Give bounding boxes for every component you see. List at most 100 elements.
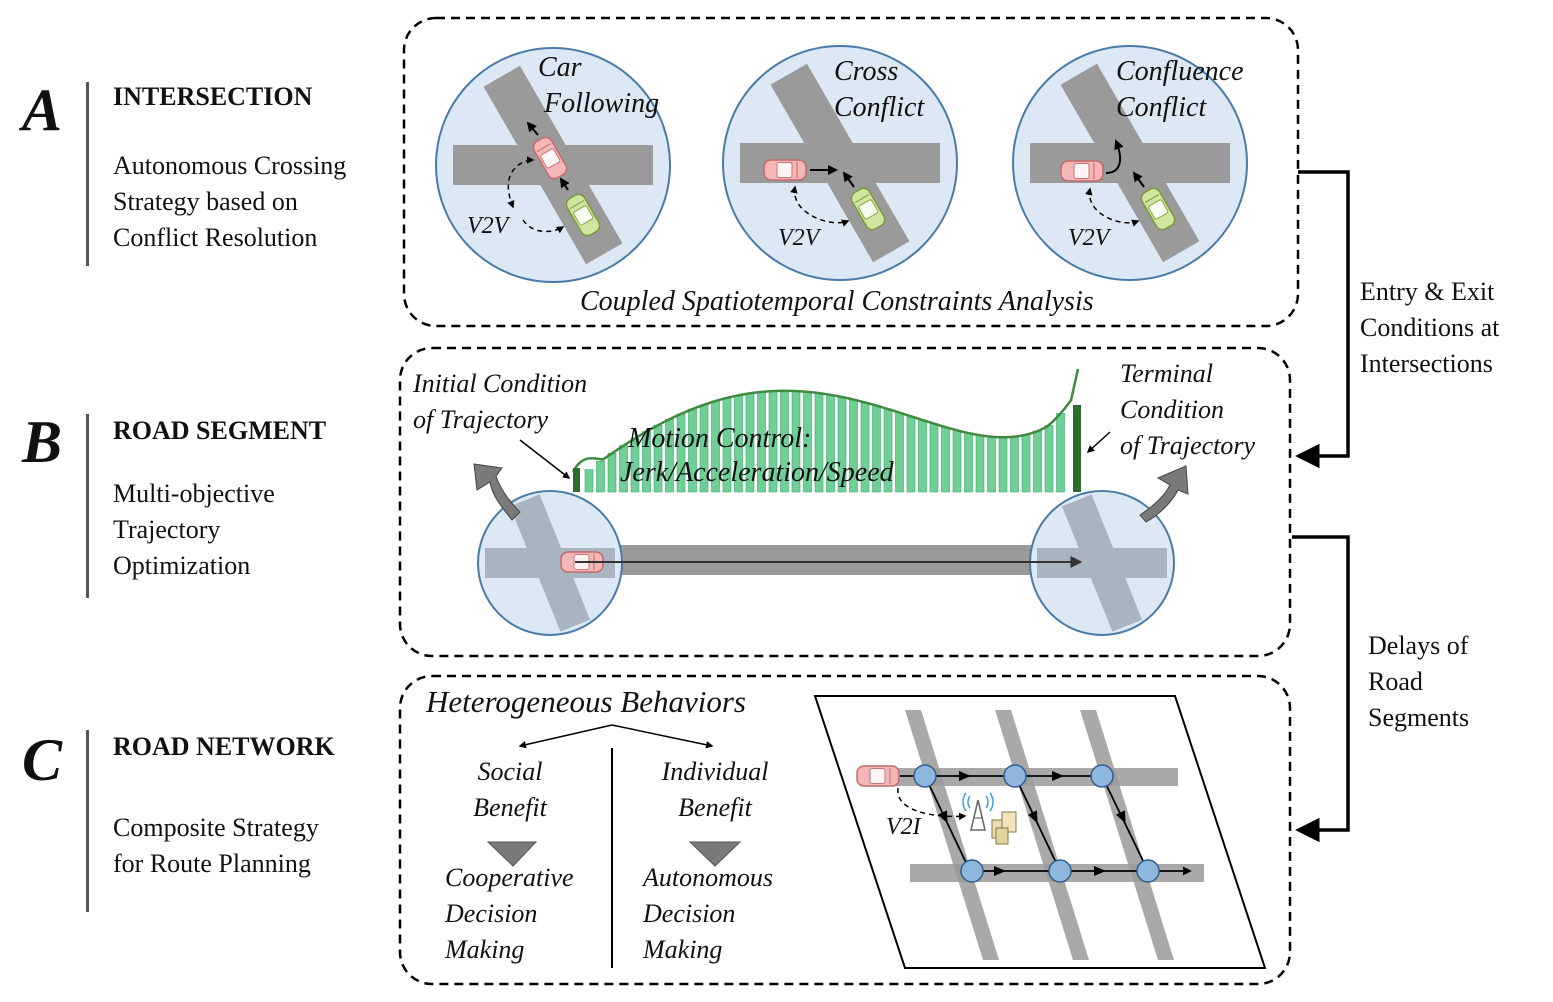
- heterogeneous-heading: Heterogeneous Behaviors: [426, 684, 746, 719]
- social-benefit-line: Social: [477, 757, 543, 786]
- route-arrowhead: [959, 771, 971, 781]
- cooperative-decision-line: Decision: [445, 899, 538, 928]
- motion-bar: [941, 426, 950, 493]
- motion-bar: [607, 453, 617, 493]
- intersection-node: [1136, 859, 1160, 883]
- car-icon: [1140, 187, 1176, 231]
- section-title-c: ROAD NETWORK: [113, 732, 335, 761]
- antenna-icon: [962, 792, 994, 831]
- motion-bar: [906, 416, 916, 493]
- car-cabin: [776, 162, 793, 178]
- initial-condition-label: Initial Condition of Trajectory: [413, 366, 587, 438]
- section-divider-b: [86, 414, 89, 598]
- motion-arrow: [526, 121, 539, 136]
- scenario-label-line: Following: [544, 88, 660, 119]
- motion-bar: [1044, 425, 1054, 493]
- scenario-label-line: Car: [538, 52, 582, 83]
- signal-wave: [967, 795, 971, 809]
- initial-condition-bar: [573, 468, 580, 492]
- section-letter-c: C: [22, 727, 63, 793]
- delays-line: Segments: [1368, 703, 1470, 732]
- car-icon: [856, 765, 900, 787]
- social-benefit-label: Social Benefit: [448, 754, 572, 826]
- section-desc-line: Strategy based on: [113, 187, 298, 216]
- cooperative-decision-line: Cooperative: [445, 863, 574, 892]
- section-desc-line: Trajectory: [113, 515, 221, 544]
- intersection-circle-group: [477, 490, 623, 636]
- flow-bracket-entry-exit: [1295, 170, 1350, 469]
- motion-control-line: Jerk/Acceleration/Speed: [620, 457, 894, 488]
- scenario-label-line: Cross: [834, 56, 899, 87]
- v2v-link: [522, 219, 565, 234]
- section-desc-line: Composite Strategy: [113, 813, 319, 842]
- section-desc-c: Composite Strategy for Route Planning: [113, 810, 319, 882]
- section-title-b: ROAD SEGMENT: [113, 416, 327, 445]
- flow-bracket-delays: [1292, 535, 1350, 843]
- route-arrowhead: [1052, 771, 1064, 781]
- route-arrowhead: [1115, 810, 1126, 824]
- car-icon: [1060, 160, 1104, 182]
- scenario-label-line: Conflict: [834, 92, 925, 123]
- motion-bar: [975, 434, 985, 493]
- car-icon: [763, 159, 807, 181]
- building-block: [1001, 811, 1017, 833]
- social-benefit-line: Benefit: [473, 793, 547, 822]
- network-grid: [856, 710, 1204, 960]
- down-triangle-icon: [486, 841, 538, 867]
- car-icon: [565, 193, 601, 237]
- autonomous-decision-label: Autonomous Decision Making: [643, 860, 773, 968]
- motion-bar: [1033, 430, 1042, 493]
- v2v-label: V2V: [778, 225, 820, 251]
- v2v-label: V2V: [1068, 225, 1110, 251]
- autonomous-decision-line: Making: [643, 935, 723, 964]
- terminal-condition-line: Terminal: [1120, 359, 1213, 388]
- entry-exit-line: Conditions at: [1360, 313, 1500, 342]
- initial-condition-line: Initial Condition: [413, 369, 588, 398]
- motion-bar: [895, 412, 904, 493]
- intersection-node: [1048, 859, 1072, 883]
- route-arrowhead: [937, 810, 948, 824]
- car-windshield: [1144, 194, 1160, 204]
- panel-c-frame: [398, 674, 1292, 986]
- terminal-pointer: [1086, 431, 1111, 454]
- panel-b-graphic: [473, 368, 1189, 636]
- section-desc-a: Autonomous Crossing Strategy based on Co…: [113, 148, 346, 256]
- motion-arrow: [1105, 139, 1124, 174]
- v2v-link: [507, 156, 535, 209]
- section-desc-line: Optimization: [113, 551, 251, 580]
- section-letter-a: A: [22, 77, 63, 143]
- intersection-node: [1003, 764, 1027, 788]
- curved-arrow-icon: [473, 463, 521, 521]
- motion-bar: [987, 436, 996, 493]
- signal-wave: [985, 795, 989, 809]
- motion-bar: [929, 423, 939, 493]
- signal-wave: [989, 792, 994, 812]
- entry-exit-label: Entry & Exit Conditions at Intersections: [1360, 274, 1499, 382]
- panel-b-frame: [398, 346, 1292, 658]
- car-windshield: [569, 200, 585, 210]
- cooperative-decision-label: Cooperative Decision Making: [445, 860, 574, 968]
- car-windshield: [536, 143, 552, 153]
- delays-line: Delays of: [1368, 631, 1469, 660]
- autonomous-decision-line: Autonomous: [643, 863, 773, 892]
- route-arrowhead: [1094, 866, 1106, 876]
- v2i-label: V2I: [886, 814, 921, 840]
- car-windshield: [854, 194, 870, 204]
- car-icon: [532, 136, 568, 180]
- v2v-label: V2V: [467, 213, 509, 239]
- motion-bar: [584, 469, 594, 493]
- scenario-label-cross-conflict: Cross Conflict: [834, 54, 924, 126]
- panel-b-intersections: [477, 490, 1175, 636]
- delays-label: Delays of Road Segments: [1368, 628, 1469, 736]
- curved-arrow-icon: [1139, 465, 1189, 523]
- road-diagonal: [509, 494, 591, 632]
- branch-arrow-left: [518, 724, 613, 749]
- road-diagonal: [1061, 494, 1143, 632]
- panel-a-frame: [402, 16, 1300, 328]
- terminal-condition-line: of Trajectory: [1120, 431, 1256, 460]
- section-letter-b: B: [22, 409, 63, 475]
- intersection-node: [913, 764, 937, 788]
- panel-a-scenarios: [435, 45, 1248, 283]
- motion-profile-curve: [571, 368, 1080, 473]
